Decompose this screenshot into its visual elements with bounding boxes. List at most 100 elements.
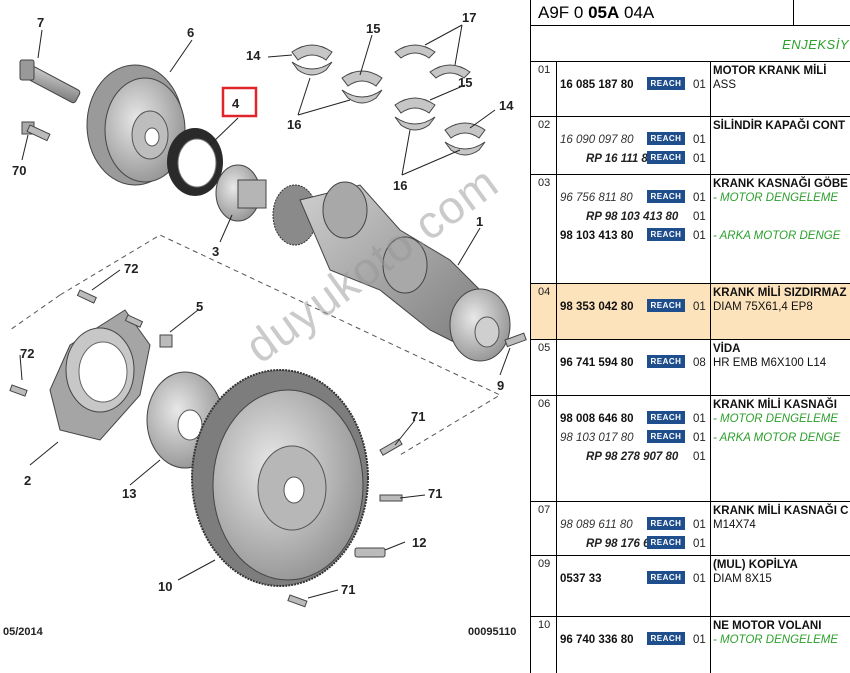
part-title: KRANK MİLİ KASNAĞI [713, 399, 837, 411]
callout-number: 13 [122, 486, 136, 501]
row-number: 10 [538, 619, 551, 631]
row-number: 02 [538, 119, 551, 131]
callout-number: 2 [24, 473, 31, 488]
part-title: KRANK MİLİ KASNAĞI C [713, 505, 849, 517]
small-fasteners [9, 289, 173, 397]
part-number[interactable]: RP 98 278 907 80 [586, 451, 679, 463]
crankshaft-part-1 [272, 181, 511, 362]
part-title: KRANK KASNAĞI GÖBE [713, 178, 848, 190]
callout-number: 70 [12, 163, 26, 178]
part-row[interactable]: 04 98 353 042 80 REACH 01 KRANK MİLİ SIZDIRM… [531, 284, 850, 340]
quantity: 01 [693, 192, 706, 204]
callout-number: 72 [20, 346, 34, 361]
callout-number: 12 [412, 535, 426, 550]
callout-number: 71 [411, 409, 425, 424]
reach-badge: REACH [647, 77, 685, 90]
highlight-box-part-4 [221, 86, 258, 118]
part-description: - MOTOR DENGELEME [713, 634, 839, 646]
callout-number: 15 [366, 21, 380, 36]
quantity: 01 [693, 134, 706, 146]
quantity: 01 [693, 230, 706, 242]
reach-badge: REACH [647, 411, 685, 424]
leader-lines [19, 24, 511, 599]
callout-number: 71 [428, 486, 442, 501]
callout-number: 4 [232, 96, 240, 111]
hub-part-3 [215, 164, 267, 222]
row-number: 04 [538, 286, 551, 298]
part-number[interactable]: 16 090 097 80 [560, 134, 634, 146]
quantity: 01 [693, 301, 706, 313]
callout-number: 10 [158, 579, 172, 594]
ref-bold: 05A [588, 3, 620, 22]
ref-prefix: A9F 0 [538, 3, 589, 22]
part-description: M14X74 [713, 519, 756, 531]
bearing-shells [291, 44, 486, 156]
part-number[interactable]: 98 089 611 80 [560, 519, 633, 531]
part-number[interactable]: RP 98 103 413 80 [586, 211, 679, 223]
callout-number: 72 [124, 261, 138, 276]
part-number[interactable]: 16 085 187 80 [560, 79, 634, 91]
part-description: - ARKA MOTOR DENGE [713, 230, 841, 242]
callout-number: 6 [187, 25, 194, 40]
callout-number: 9 [497, 378, 504, 393]
part-title: VİDA [713, 343, 741, 355]
row-number: 07 [538, 504, 551, 516]
part-description: - ARKA MOTOR DENGE [713, 432, 841, 444]
part-description: - MOTOR DENGELEME [713, 413, 839, 425]
part-number[interactable]: 98 103 017 80 [560, 432, 634, 444]
callout-number: 17 [462, 10, 476, 25]
part-description: - MOTOR DENGELEME [713, 192, 839, 204]
quantity: 01 [693, 211, 706, 223]
quantity: 01 [693, 413, 706, 425]
diagram-date: 05/2014 [3, 626, 43, 638]
ref-suffix: 04A [619, 3, 655, 22]
reach-badge: REACH [647, 517, 685, 530]
seal-part-4 [167, 128, 223, 196]
callout-number: 16 [287, 117, 301, 132]
part-number[interactable]: 96 756 811 80 [560, 192, 633, 204]
quantity: 08 [693, 357, 706, 369]
quantity: 01 [693, 451, 706, 463]
part-number[interactable]: 0537 33 [560, 573, 602, 585]
callout-number: 16 [393, 178, 407, 193]
quantity: 01 [693, 153, 706, 165]
part-description: DIAM 8X15 [713, 573, 772, 585]
callout-number: 14 [499, 98, 514, 113]
part-title: KRANK MİLİ SIZDIRMAZ [713, 287, 847, 299]
part-number[interactable]: 98 103 413 80 [560, 230, 634, 242]
quantity: 01 [693, 79, 706, 91]
pulley-part-6 [86, 64, 186, 186]
part-number[interactable]: 98 353 042 80 [560, 301, 634, 313]
quantity: 01 [693, 573, 706, 585]
callout-number: 15 [458, 75, 472, 90]
callout-number: 3 [212, 244, 219, 259]
row-number: 06 [538, 398, 551, 410]
part-number[interactable]: 96 740 336 80 [560, 634, 634, 646]
quantity: 01 [693, 432, 706, 444]
row-number: 03 [538, 177, 551, 189]
row-number: 05 [538, 342, 551, 354]
part-title: NE MOTOR VOLANI [713, 620, 822, 632]
callout-number: 14 [246, 48, 261, 63]
row-number: 01 [538, 64, 551, 76]
part-number[interactable]: 96 741 594 80 [560, 357, 634, 369]
part-description: ASS [713, 79, 737, 91]
flywheel-part-10 [191, 369, 369, 587]
part-number[interactable]: 98 008 646 80 [560, 413, 634, 425]
bolt-part-7 [19, 59, 81, 104]
reach-badge: REACH [647, 299, 685, 312]
cover-plate-part-2 [49, 309, 151, 441]
reach-badge: REACH [647, 132, 685, 145]
